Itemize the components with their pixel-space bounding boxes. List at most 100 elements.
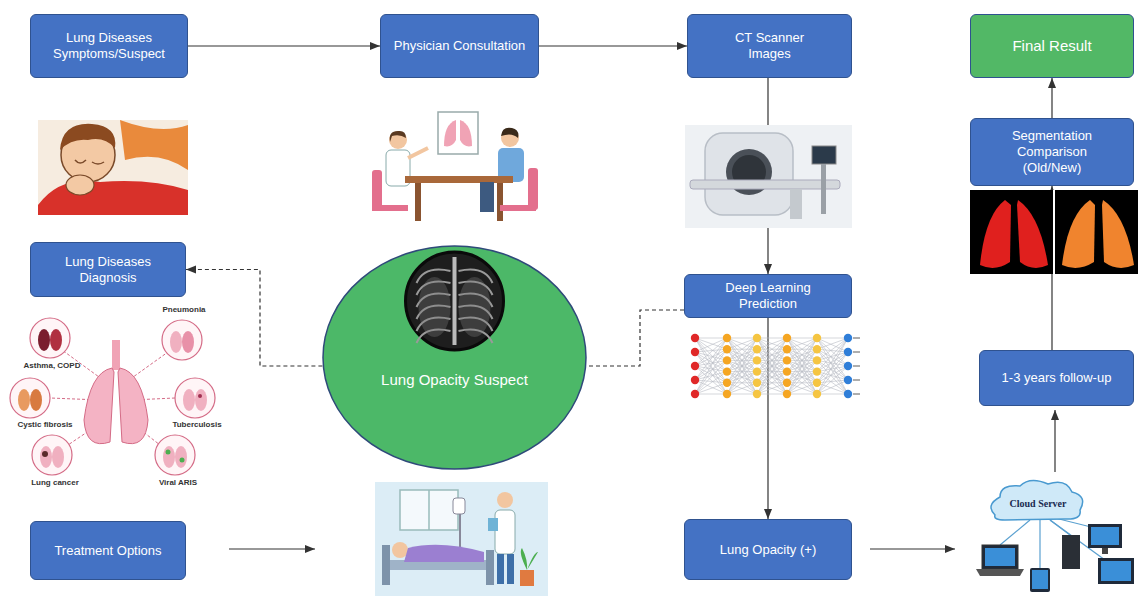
network-link <box>695 383 727 394</box>
network-link <box>757 349 787 394</box>
coughing-boy-illustration-part <box>92 162 104 164</box>
network-neuron <box>723 334 731 342</box>
network-link <box>787 349 817 394</box>
network-neuron <box>813 334 821 342</box>
network-neuron <box>753 356 761 364</box>
node-text: Lung Diseases Diagnosis <box>53 254 163 286</box>
disease-label: Cystic fibrosis <box>5 421 85 430</box>
network-neuron <box>813 356 821 364</box>
network-neuron <box>783 356 791 364</box>
cloud-server-illustration-part <box>982 545 1018 569</box>
network-link <box>757 338 787 349</box>
network-neuron <box>691 334 699 342</box>
ct-scanner-illustration <box>685 125 852 228</box>
consultation-illustration-part <box>480 182 494 212</box>
network-link <box>727 383 757 394</box>
network-link <box>787 338 817 394</box>
cloud-server-illustration-part-part <box>1000 520 1030 545</box>
result-box: Final Result <box>970 14 1134 78</box>
hospital-illustration-part <box>375 482 548 596</box>
network-neuron <box>691 362 699 370</box>
suspect-ellipse: Lung Opacity Suspect <box>322 245 587 470</box>
network-neuron <box>844 376 852 384</box>
network-link <box>757 338 787 383</box>
network-link <box>695 352 727 383</box>
network-link <box>727 338 757 360</box>
network-link <box>727 338 757 394</box>
disease-label: Asthma, COPD <box>12 362 92 371</box>
lung-diseases-illustration-part-part <box>155 435 195 475</box>
network-link <box>695 338 727 380</box>
network-link <box>727 338 757 349</box>
consultation-illustration-part <box>372 170 382 210</box>
network-link <box>817 383 848 394</box>
flow-arrow-part <box>870 548 955 549</box>
network-neuron <box>753 334 761 342</box>
coughing-boy-illustration-part <box>60 124 115 150</box>
network-link <box>787 338 817 360</box>
ct-scanner-illustration-part <box>690 180 840 189</box>
consultation-illustration-part <box>405 176 513 183</box>
network-neuron <box>753 390 761 398</box>
network-link <box>727 372 757 394</box>
network-neuron <box>813 390 821 398</box>
consultation-illustration-part <box>372 205 408 211</box>
consultation-illustration-part <box>415 183 421 221</box>
consultation-illustration-part <box>497 183 503 221</box>
ct-scanner-illustration-part <box>812 146 836 164</box>
network-link <box>757 349 787 394</box>
flow-connector <box>539 45 687 46</box>
consultation-illustration-part <box>438 112 478 154</box>
cloud-server-illustration <box>976 480 1134 592</box>
network-output <box>853 352 860 353</box>
network-neuron <box>753 367 761 375</box>
process-box: Lung Diseases Symptoms/Suspect <box>30 14 188 78</box>
network-link <box>727 338 757 360</box>
cloud-server-illustration-part <box>1098 558 1134 584</box>
consultation-illustration <box>372 112 538 221</box>
hospital-illustration-part <box>404 545 484 562</box>
network-link <box>695 338 727 366</box>
node-text: Lung Opacity (+) <box>720 542 816 558</box>
network-neuron <box>783 390 791 398</box>
network-output <box>853 380 860 381</box>
network-link <box>727 338 757 339</box>
network-link <box>787 338 817 383</box>
flow-arrow <box>229 410 1055 549</box>
hospital-illustration-part <box>400 490 458 530</box>
node-text: Lung Diseases Symptoms/Suspect <box>44 30 174 62</box>
segmentation-image-part <box>1062 200 1095 268</box>
network-link <box>787 360 817 394</box>
network-link <box>817 338 848 349</box>
network-link <box>817 366 848 394</box>
process-box: Segmentation Comparison (Old/New) <box>970 118 1134 186</box>
segmentation-image-part <box>1102 200 1134 268</box>
network-link <box>817 394 848 395</box>
network-link <box>695 372 727 394</box>
process-box: Lung Opacity (+) <box>684 519 852 580</box>
hospital-illustration-part <box>392 542 408 558</box>
segmentation-image-part <box>1053 190 1055 274</box>
server-label: Cloud Server <box>998 498 1078 509</box>
node-text: Physician Consultation <box>394 38 526 54</box>
network-neuron <box>691 348 699 356</box>
lung-diseases-illustration-part <box>10 318 215 475</box>
network-neuron <box>844 334 852 342</box>
node-text: Final Result <box>1012 37 1091 55</box>
network-neuron <box>783 379 791 387</box>
consultation-illustration-part <box>460 120 472 146</box>
network-link <box>787 338 817 349</box>
cloud-server-illustration-part <box>1088 524 1122 548</box>
dashed-connector <box>186 270 322 367</box>
lung-diseases-illustration-part-part <box>183 389 195 411</box>
network-link <box>695 372 727 380</box>
network-link <box>817 338 848 394</box>
cloud-server-illustration-part <box>976 569 1024 576</box>
network-link <box>757 338 787 339</box>
network-link <box>757 338 787 349</box>
lung-diseases-illustration-part-part <box>30 389 42 411</box>
cloud-server-illustration-part <box>1062 535 1080 569</box>
network-link <box>817 349 848 380</box>
cloud-server-illustration-part <box>1032 570 1048 589</box>
